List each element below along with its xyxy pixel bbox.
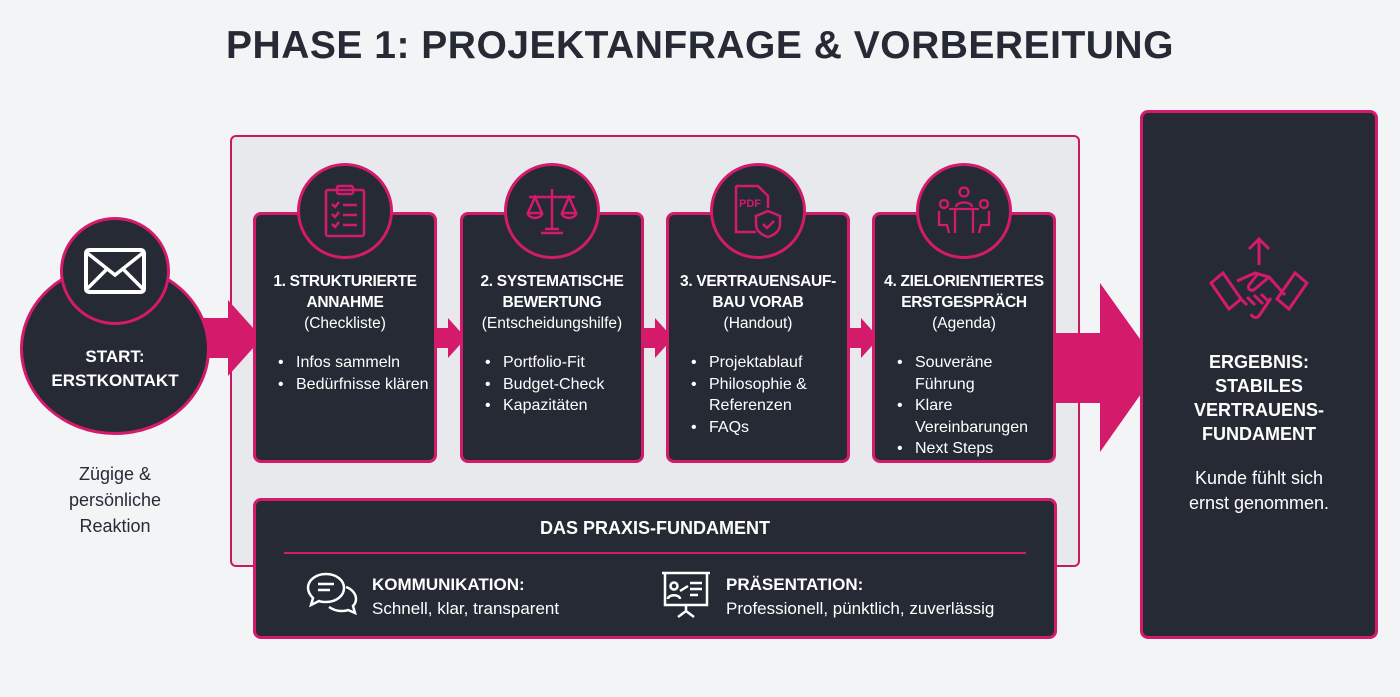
step-card-1: 1. STRUKTURIERTE ANNAHME (Checkliste) Info… [253,212,437,463]
start-label-2: ERSTKONTAKT [51,371,179,390]
arrow-step1-to-step2 [428,318,466,358]
step-title: ANNAHME [306,294,384,311]
foundation-title: DAS PRAXIS-FUNDAMENT [539,518,770,538]
result-line-2: STABILES [1215,376,1303,396]
step1-icon-circle [297,163,393,259]
page-title: PHASE 1: PROJEKTANFRAGE & VORBEREITUNG [226,24,1174,67]
step-bullet: Portfolio-Fit [485,352,641,374]
step-subtitle: (Handout) [723,315,793,332]
foundation-box: DAS PRAXIS-FUNDAMENT KOMMUNIKATION: Schn… [253,498,1057,639]
step-bullet: Philosophie & Referenzen [691,374,847,417]
step2-icon-circle [504,163,600,259]
step-bullet: Next Steps [897,438,1053,460]
step-title: BAU VORAB [712,294,804,311]
result-note-2: ernst genommen. [1188,493,1330,513]
handshake-icon [1208,236,1310,319]
step-title: 3. VERTRAUENSAUF- [680,273,836,290]
start-note-3: Reaktion [79,516,151,536]
step-title: 1. STRUKTURIERTE [273,273,417,290]
meeting-table-icon [937,186,991,234]
step4-icon-circle [916,163,1012,259]
clipboard-checklist-icon [324,184,366,238]
start-icon-circle [60,217,170,325]
step-subtitle: (Entscheidungshilfe) [481,315,623,332]
scales-icon [526,189,578,235]
step-title: BEWERTUNG [502,294,602,311]
presentation-label: PRÄSENTATION: [726,575,864,594]
chat-bubbles-icon [306,572,358,616]
step-bullet: Infos sammeln [278,352,434,374]
step-title: 2. SYSTEMATISCHE [480,273,624,290]
start-label-1: START: [85,347,145,366]
step-bullet: Budget-Check [485,374,641,396]
result-note-1: Kunde fühlt sich [1194,468,1324,488]
svg-text:PDF: PDF [739,198,761,210]
step-title: 4. ZIELORIENTIERTES [884,273,1044,290]
envelope-icon [84,248,146,294]
step-bullet: Souveräne Führung [897,352,1053,395]
step-bullet: Kapazitäten [485,395,641,417]
step-subtitle: (Checkliste) [304,315,386,332]
presentation-board-icon [662,571,710,618]
result-line-1: ERGEBNIS: [1208,352,1309,372]
presentation-text: Professionell, pünktlich, zuverlässig [726,599,995,618]
start-note-1: Zügige & [78,464,152,484]
step-bullet: Projektablauf [691,352,847,374]
communication-text: Schnell, klar, transparent [372,599,560,618]
step-bullet: Klare Vereinbarungen [897,395,1053,438]
foundation-divider [284,552,1026,554]
communication-label: KOMMUNIKATION: [372,575,525,594]
step-title: ERSTGESPRÄCH [901,294,1027,311]
step-subtitle: (Agenda) [932,315,996,332]
arrow-to-result [1050,283,1160,452]
result-line-3: VERTRAUENS- [1193,400,1324,420]
start-note-2: persönliche [68,490,162,510]
step-bullet: FAQs [691,417,847,439]
arrow-start-to-step1 [203,300,262,376]
step-bullet: Bedürfnisse klären [278,374,434,396]
result-line-4: FUNDAMENT [1202,424,1316,444]
pdf-shield-icon: PDF [734,184,782,239]
step3-icon-circle: PDF [710,163,806,259]
result-box: ERGEBNIS: STABILES VERTRAUENS- FUNDAMENT… [1140,110,1378,639]
